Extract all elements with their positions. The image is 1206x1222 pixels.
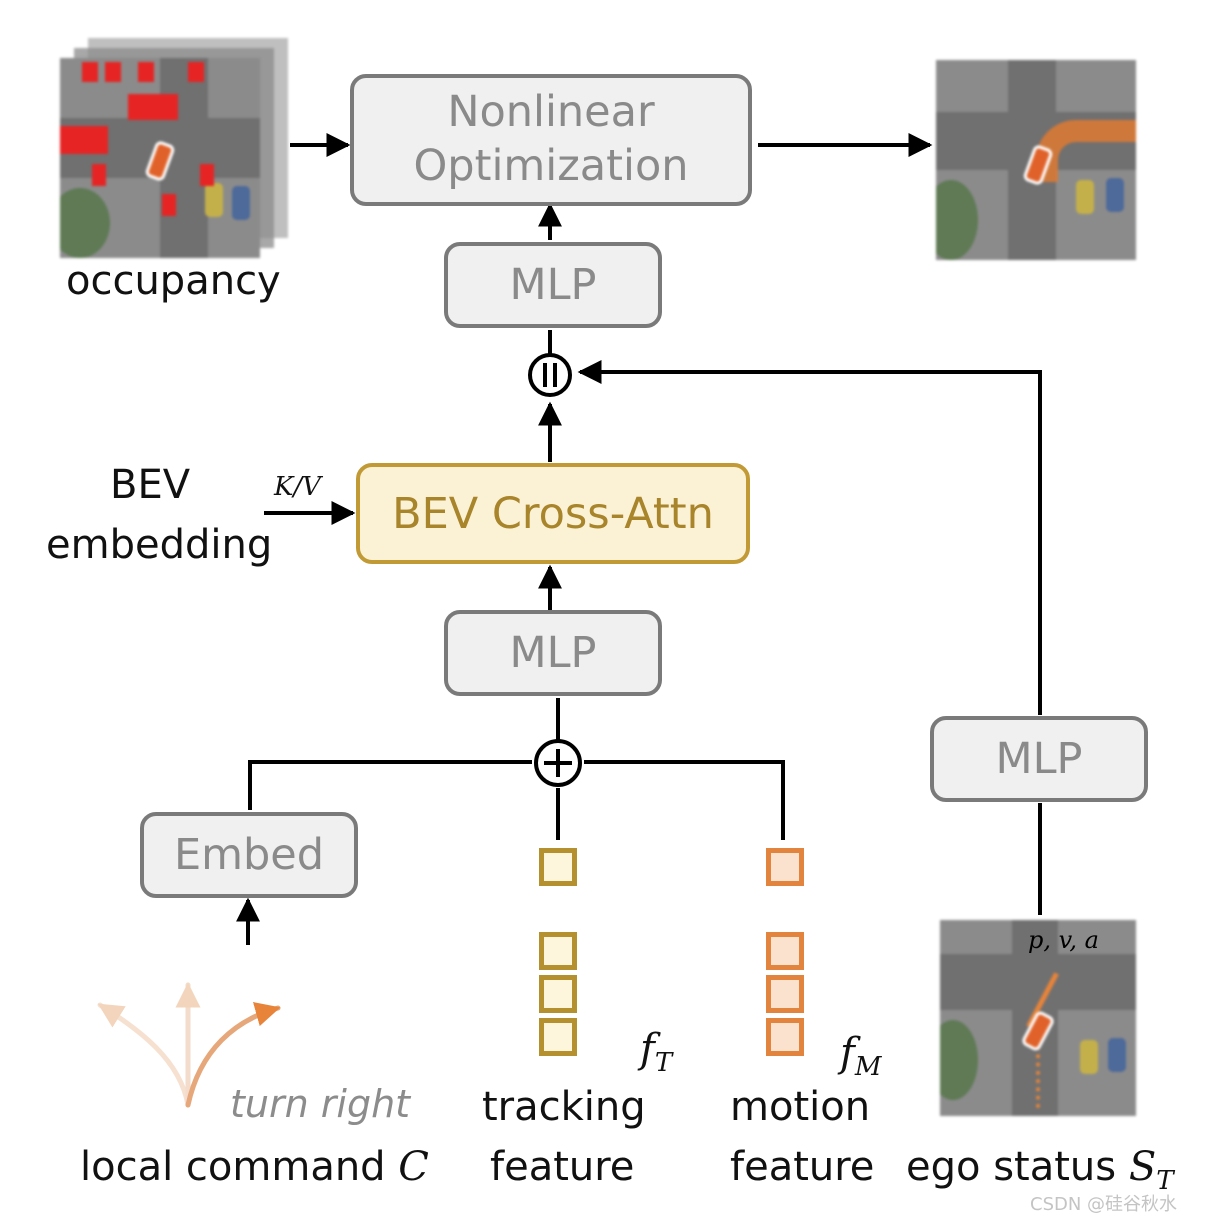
command-arrow-right bbox=[185, 1002, 281, 1108]
motion-token bbox=[766, 1018, 804, 1056]
mlp-mid-block: MLP bbox=[444, 610, 662, 696]
motion-symbol-f: f bbox=[840, 1030, 855, 1076]
motion-symbol-sub: M bbox=[854, 1052, 882, 1082]
mlp-top-block: MLP bbox=[444, 242, 662, 328]
local-command-label: local command C bbox=[80, 1144, 429, 1190]
command-symbol: C bbox=[398, 1144, 429, 1190]
tracking-token bbox=[539, 932, 577, 970]
local-command-text: local command bbox=[80, 1144, 399, 1190]
watermark: CSDN @硅谷秋水 bbox=[1030, 1194, 1178, 1215]
mlp-ego-block: MLP bbox=[930, 716, 1148, 802]
motion-token bbox=[766, 848, 804, 886]
motion-token bbox=[766, 932, 804, 970]
tracking-symbol-f: f bbox=[640, 1026, 655, 1072]
nonlinear-line1: Nonlinear bbox=[447, 87, 655, 138]
motion-token bbox=[766, 975, 804, 1013]
ego-feedback-line bbox=[577, 360, 1042, 715]
embed-block: Embed bbox=[140, 812, 358, 898]
kv-label: K/V bbox=[274, 472, 321, 502]
tracking-symbol-sub: T bbox=[654, 1048, 673, 1078]
ego-history-dots bbox=[1036, 1046, 1040, 1108]
pva-label: p, v, a bbox=[1028, 926, 1099, 954]
ego-status-image bbox=[940, 920, 1136, 1116]
ego-status-label: ego status ST bbox=[906, 1144, 1174, 1196]
add-operator bbox=[534, 739, 582, 787]
bev-cross-attn-block: BEV Cross-Attn bbox=[356, 463, 750, 564]
nonlinear-optimization-block: Nonlinear Optimization bbox=[350, 74, 752, 206]
occupancy-label: occupancy bbox=[66, 258, 281, 304]
turn-right-label: turn right bbox=[230, 1082, 411, 1126]
bev-label: BEV bbox=[110, 462, 191, 508]
tracking-label-line2: feature bbox=[490, 1144, 635, 1190]
tracking-token bbox=[539, 1018, 577, 1056]
motion-label-line2: feature bbox=[730, 1144, 875, 1190]
ego-symbol-sub: T bbox=[1156, 1166, 1174, 1196]
tracking-token bbox=[539, 848, 577, 886]
ego-symbol: S bbox=[1128, 1144, 1157, 1190]
tracking-token bbox=[539, 975, 577, 1013]
tracking-symbol: fT bbox=[640, 1026, 672, 1078]
line-motion-to-add bbox=[584, 760, 785, 840]
embedding-label: embedding bbox=[46, 522, 273, 568]
command-arrow-left bbox=[97, 1002, 191, 1108]
motion-symbol: fM bbox=[840, 1030, 881, 1082]
concat-operator bbox=[528, 353, 572, 397]
line-embed-to-add bbox=[248, 760, 532, 810]
occupancy-image bbox=[60, 58, 260, 258]
nonlinear-line2: Optimization bbox=[413, 141, 689, 191]
tracking-label-line1: tracking bbox=[482, 1084, 646, 1130]
ego-status-text: ego status bbox=[906, 1144, 1129, 1190]
motion-label-line1: motion bbox=[730, 1084, 871, 1130]
output-trajectory-image bbox=[936, 60, 1136, 260]
